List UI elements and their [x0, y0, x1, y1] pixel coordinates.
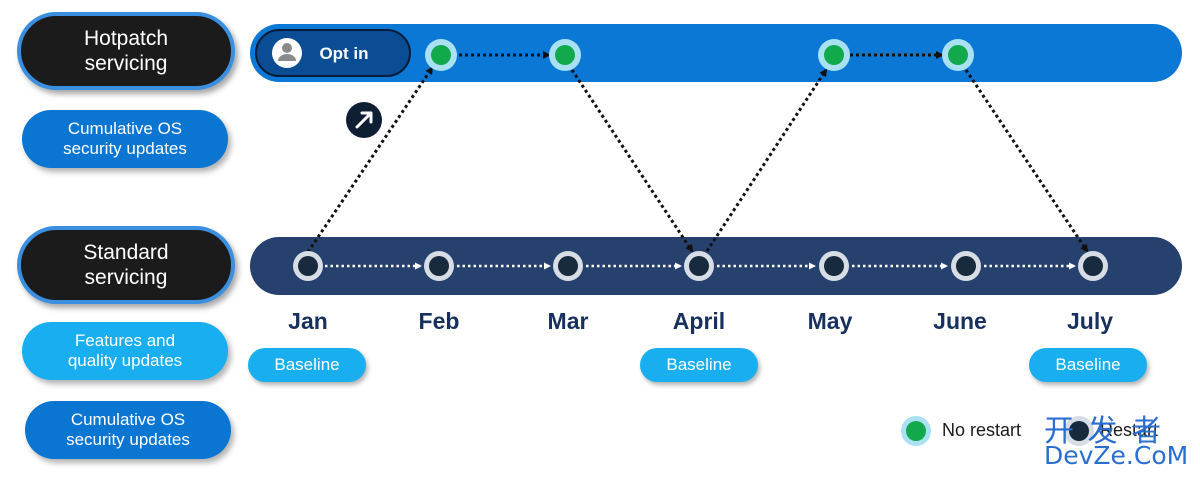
legend-no-restart-dot: [901, 416, 931, 446]
arrow-mar-to-apr: [570, 69, 694, 253]
hotpatch-dot-mar: [549, 39, 581, 71]
hotpatch-dot-jun: [942, 39, 974, 71]
arrow-jun-to-jul: [964, 69, 1089, 253]
opt-in-label: Opt in: [319, 44, 368, 63]
standard-dot-jan: [293, 251, 323, 281]
month-mar: Mar: [547, 308, 589, 334]
month-jan: Jan: [288, 308, 328, 334]
standard-dot-apr: [684, 251, 714, 281]
opt-in-badge: Opt in: [255, 29, 411, 77]
hotpatch-dot-may: [818, 39, 850, 71]
hotpatch-dots: [425, 39, 974, 71]
legend-restart-label: Restart: [1100, 420, 1159, 440]
standard-dot-feb: [424, 251, 454, 281]
legend-no-restart-label: No restart: [942, 420, 1022, 440]
standard-dot-may: [819, 251, 849, 281]
standard-bar: [250, 237, 1182, 295]
watermark-chinese-text: 开 发 者: [1044, 414, 1164, 449]
standard-dots: [293, 251, 1108, 281]
month-april: April: [672, 308, 726, 334]
baseline-july: Baseline: [1029, 348, 1147, 382]
month-july: July: [1066, 308, 1114, 334]
arrow-up-right-icon: [346, 102, 382, 138]
hotpatch-dot-feb: [425, 39, 457, 71]
standard-dot-mar: [553, 251, 583, 281]
hotpatch-flow-arrows: [306, 51, 1089, 253]
watermark-devze-text: DevZe.CoM: [1044, 441, 1189, 470]
arrow-jan-to-feb: [306, 66, 434, 253]
baseline-april: Baseline: [640, 348, 758, 382]
standard-dot-jun: [951, 251, 981, 281]
month-june: June: [933, 308, 987, 334]
standard-dot-jul: [1078, 251, 1108, 281]
arrow-apr-to-may: [705, 68, 828, 252]
month-may: May: [807, 308, 853, 334]
month-feb: Feb: [418, 308, 460, 334]
legend-restart-dot: [1064, 416, 1094, 446]
baseline-jan: Baseline: [248, 348, 366, 382]
